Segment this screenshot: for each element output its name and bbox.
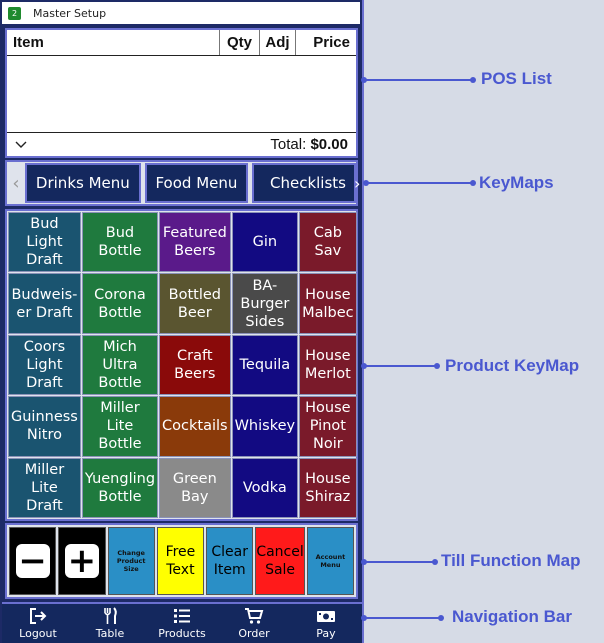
keymaps-bar: ‹ Drinks Menu Food Menu Checklists ›	[5, 160, 360, 206]
product-key[interactable]: Corona Bottle	[81, 273, 159, 334]
annotation-line	[364, 365, 436, 367]
column-qty: Qty	[220, 30, 260, 55]
annotation-product-keymap: Product KeyMap	[445, 356, 580, 375]
product-key[interactable]: Bud Light Draft	[8, 212, 81, 273]
free-text-button[interactable]: Free Text	[156, 527, 205, 595]
change-product-size-button[interactable]: Change Product Size	[107, 527, 155, 595]
app-badge: 2	[8, 6, 21, 20]
list-icon	[174, 609, 190, 623]
column-price: Price	[313, 34, 350, 51]
plus-icon: +	[64, 544, 99, 578]
nav-pay[interactable]: Pay	[290, 604, 362, 643]
product-key[interactable]: Cocktails	[159, 396, 231, 457]
product-key[interactable]: Miller Lite Bottle	[81, 396, 159, 457]
window-title: Master Setup	[33, 6, 107, 20]
till-function-map: − + Change Product Size Free Text Clear …	[5, 523, 358, 599]
annotation-dot	[470, 180, 476, 186]
nav-table[interactable]: Table	[74, 604, 146, 643]
nav-products[interactable]: Products	[146, 604, 218, 643]
annotation-dot	[434, 363, 440, 369]
annotation-pos-list: POS List	[481, 69, 552, 88]
annotation-keymaps: KeyMaps	[479, 173, 554, 192]
product-key[interactable]: Cab Sav	[299, 212, 357, 273]
product-key[interactable]: Coors Light Draft	[8, 334, 81, 396]
product-key[interactable]: Yuengling Bottle	[81, 457, 159, 518]
utensils-icon	[104, 607, 117, 624]
annotation-dot	[470, 77, 476, 83]
product-key[interactable]: Green Bay	[159, 457, 231, 518]
annotation-line	[364, 617, 440, 619]
expand-chevron-icon[interactable]	[15, 136, 27, 153]
product-key[interactable]: Vodka	[231, 457, 299, 518]
total-label: Total:	[270, 136, 307, 153]
keymap-checklists[interactable]: Checklists ›	[252, 163, 360, 203]
annotation-line	[364, 79, 472, 81]
pos-list-footer: Total: $0.00	[7, 132, 356, 156]
product-key[interactable]: House Shiraz	[299, 457, 357, 518]
pos-list-body[interactable]	[7, 56, 356, 132]
product-key[interactable]: Guinness Nitro	[8, 396, 81, 457]
logout-icon	[30, 608, 47, 624]
annotation-till-function-map: Till Function Map	[441, 551, 581, 570]
annotation-navigation-bar: Navigation Bar	[452, 607, 572, 626]
pos-list[interactable]: Item Qty Adj Price Total: $0.00	[5, 28, 358, 158]
column-adj: Adj	[260, 30, 296, 55]
product-key[interactable]: Miller Lite Draft	[8, 457, 81, 518]
minus-icon: −	[15, 544, 50, 578]
keymap-food-menu[interactable]: Food Menu	[144, 163, 248, 203]
title-bar: 2 Master Setup	[2, 2, 360, 24]
total-value: $0.00	[310, 136, 348, 153]
cancel-sale-button[interactable]: Cancel Sale	[255, 527, 305, 595]
money-icon	[317, 611, 335, 622]
keymaps-next-icon[interactable]: ›	[354, 173, 361, 193]
total-display: Total: $0.00	[270, 136, 348, 153]
cart-icon	[245, 608, 264, 624]
annotation-line	[364, 561, 434, 563]
product-key[interactable]: Bottled Beer	[159, 273, 231, 334]
product-key[interactable]: BA- Burger Sides	[231, 273, 299, 334]
product-key[interactable]: Featured Beers	[159, 212, 231, 273]
clear-item-button[interactable]: Clear Item	[206, 527, 254, 595]
product-key[interactable]: House Pinot Noir	[299, 396, 357, 457]
product-key[interactable]: Craft Beers	[159, 334, 231, 396]
decrease-quantity-button[interactable]: −	[9, 527, 57, 595]
navigation-bar: Logout Table Products Order	[2, 602, 362, 643]
product-key[interactable]: Tequila	[231, 334, 299, 396]
product-key[interactable]: Bud Bottle	[81, 212, 159, 273]
account-menu-button[interactable]: Account Menu	[306, 527, 355, 595]
annotation-line	[366, 182, 472, 184]
increase-quantity-button[interactable]: +	[58, 527, 106, 595]
product-key[interactable]: Budweis- er Draft	[8, 273, 81, 334]
product-key[interactable]: House Malbec	[299, 273, 357, 334]
nav-order[interactable]: Order	[218, 604, 290, 643]
product-key[interactable]: House Merlot	[299, 334, 357, 396]
column-item: Item	[7, 30, 220, 55]
product-key[interactable]: Whiskey	[231, 396, 299, 457]
keymaps-prev-icon[interactable]: ‹	[12, 172, 20, 194]
annotation-dot	[438, 615, 444, 621]
annotation-dot	[432, 559, 438, 565]
pos-app: 2 Master Setup Item Qty Adj Price Total:…	[0, 0, 364, 643]
nav-logout[interactable]: Logout	[2, 604, 74, 643]
pos-list-header: Item Qty Adj Price	[7, 30, 356, 56]
product-key[interactable]: Gin	[231, 212, 299, 273]
product-key[interactable]: Mich Ultra Bottle	[81, 334, 159, 396]
keymap-drinks-menu[interactable]: Drinks Menu	[24, 163, 141, 203]
